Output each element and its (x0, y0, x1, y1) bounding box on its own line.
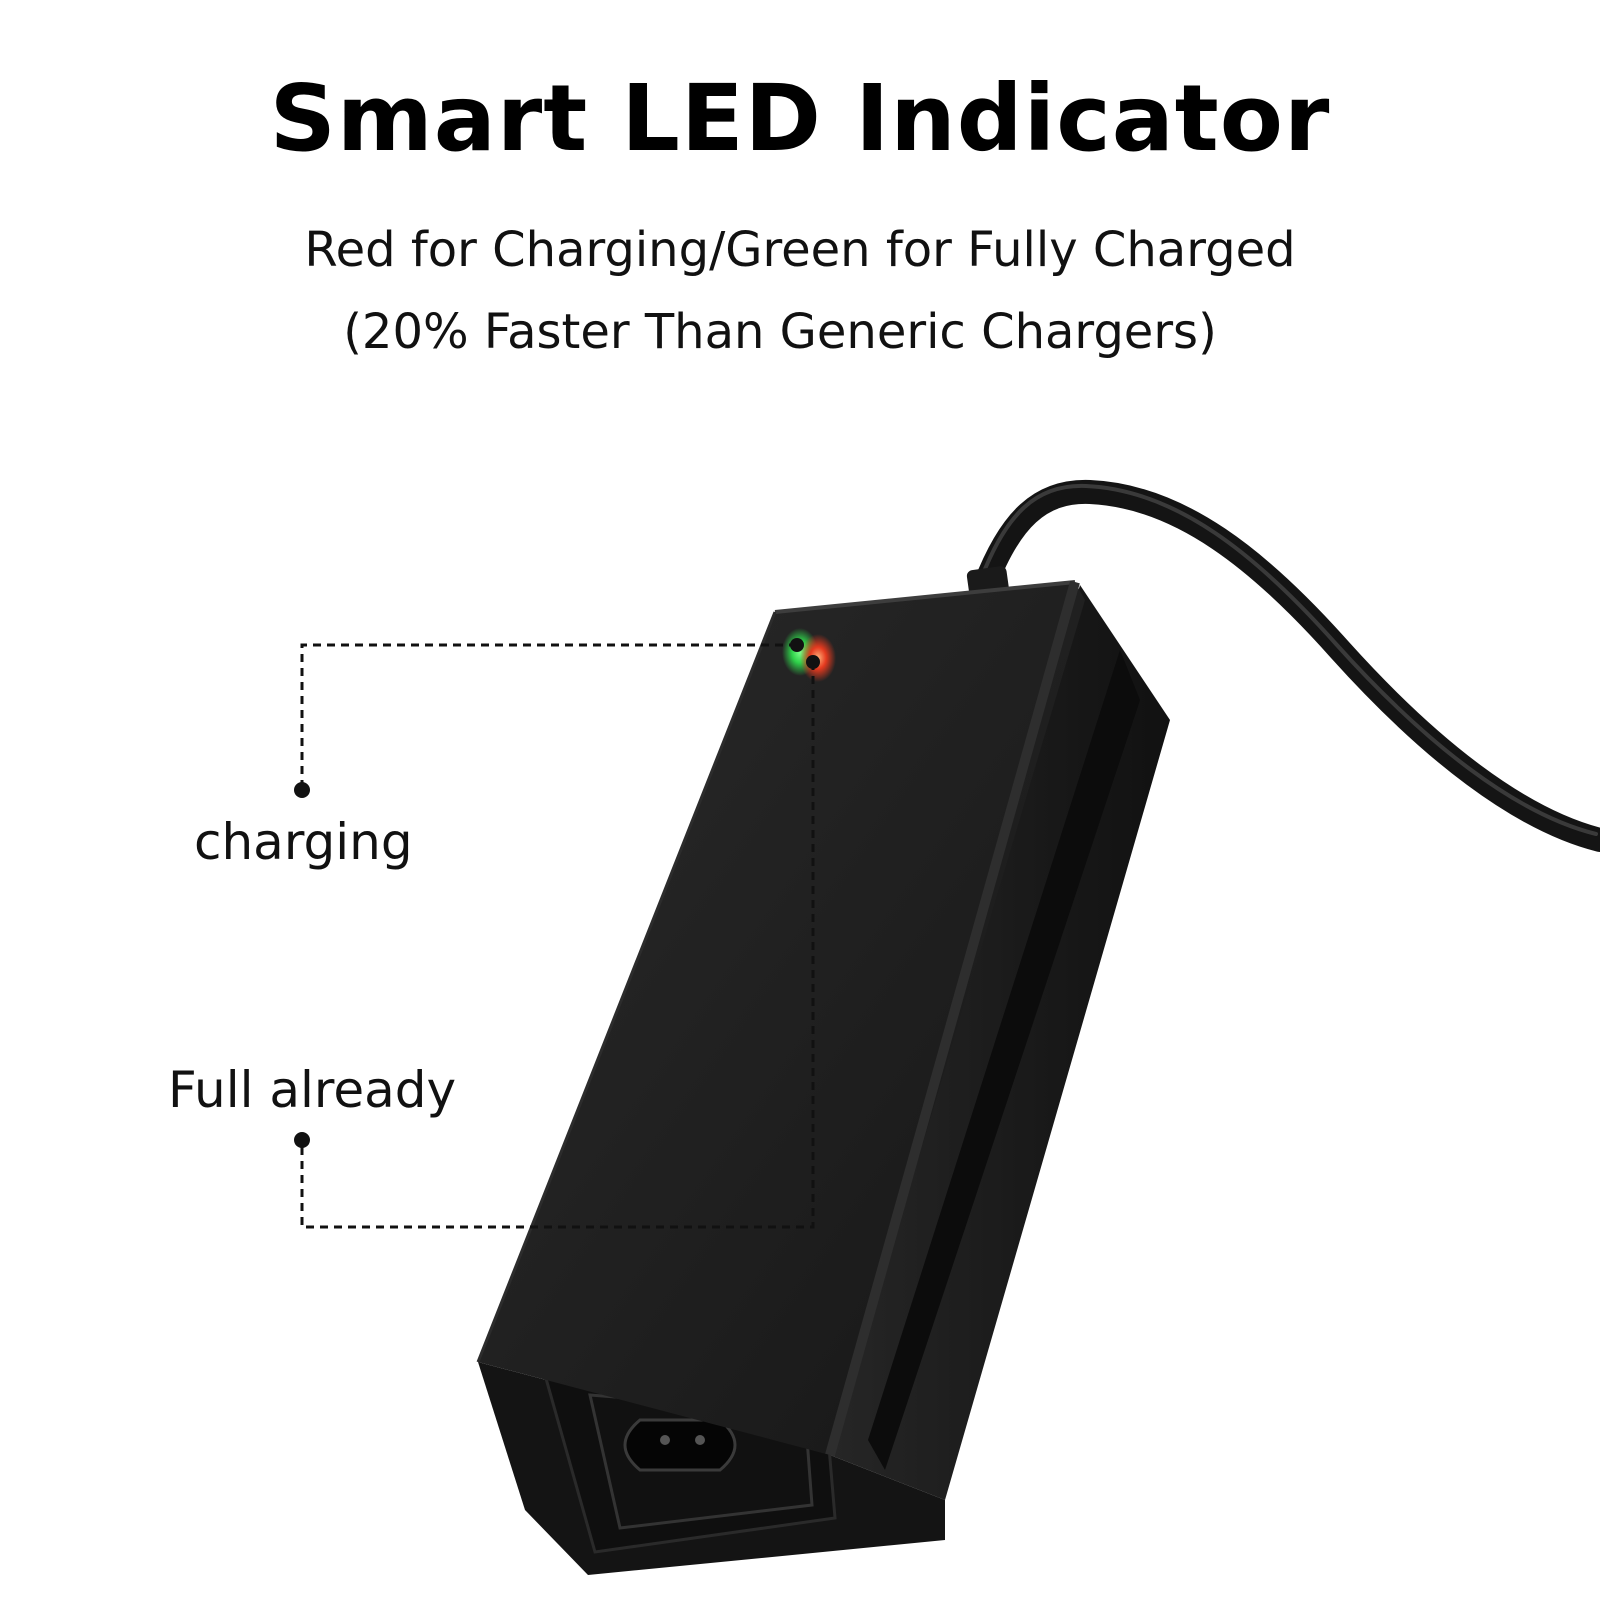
callout-full-line (294, 655, 820, 1229)
page-title: Smart LED Indicator (269, 65, 1331, 172)
subtitle-led-colors: Red for Charging/Green for Fully Charged (304, 222, 1296, 278)
label-charging: charging (194, 813, 413, 871)
subtitle-speed: (20% Faster Than Generic Chargers) (343, 304, 1217, 360)
charger-top-face (478, 582, 1085, 1455)
label-full-already: Full already (168, 1061, 457, 1119)
callout-charging-line (294, 638, 804, 798)
